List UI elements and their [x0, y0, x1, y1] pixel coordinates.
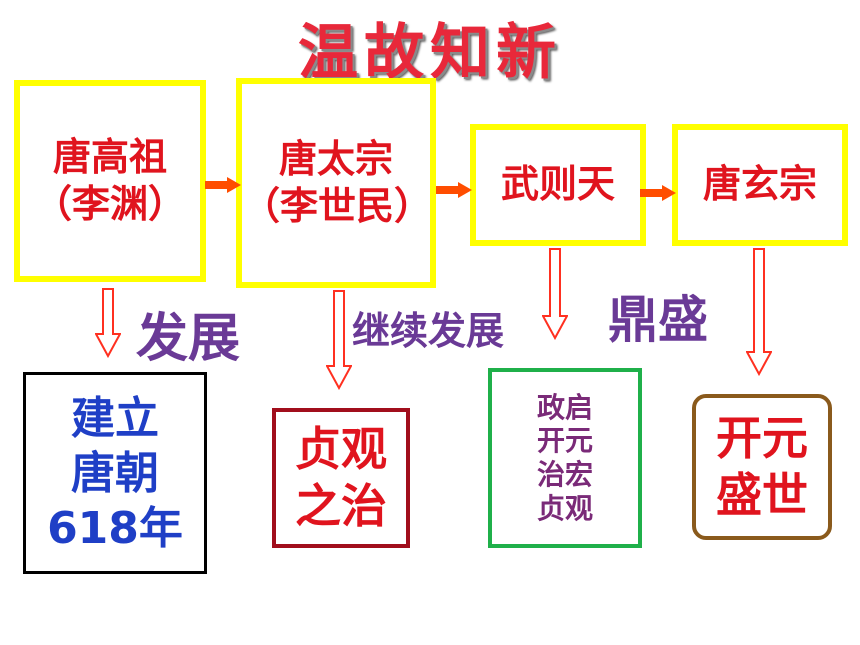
result-line: 之治: [295, 479, 387, 533]
result-line: 政启: [536, 390, 593, 424]
result-line: 开元: [716, 410, 808, 465]
ruler-name: 唐高祖: [52, 134, 167, 179]
result-line: 唐朝: [71, 447, 159, 499]
right-arrow-icon: [640, 185, 676, 201]
result-line: 治宏: [536, 458, 593, 491]
right-arrow-icon: [436, 182, 472, 198]
ruler-box-xuanzong: 唐玄宗: [672, 124, 848, 246]
down-arrow-icon: [326, 290, 352, 390]
down-arrow-icon: [746, 248, 772, 376]
result-box-kaiyuan: 开元 盛世: [692, 394, 832, 540]
result-line: 贞观: [536, 491, 593, 525]
result-box-founding: 建立 唐朝 618年: [23, 372, 207, 574]
ruler-name: 唐太宗: [278, 136, 393, 181]
ruler-name: 武则天: [500, 162, 615, 207]
phase-label-develop: 发展: [136, 309, 241, 369]
ruler-name: 唐玄宗: [702, 162, 817, 207]
result-line: 贞观: [295, 421, 387, 476]
result-line: 盛世: [716, 468, 808, 522]
ruler-note: （李渊）: [33, 182, 186, 226]
ruler-box-taizong: 唐太宗 （李世民）: [236, 78, 436, 288]
result-line: 618年: [47, 502, 183, 554]
page-title: 温故知新: [298, 18, 562, 88]
result-line: 开元: [536, 424, 593, 458]
result-line: 建立: [71, 392, 159, 444]
phase-label-continue: 继续发展: [352, 309, 505, 353]
result-box-zhenguan: 贞观 之治: [272, 408, 410, 548]
result-box-wuzetian: 政启 开元 治宏 贞观: [488, 368, 642, 548]
right-arrow-icon: [205, 177, 241, 193]
phase-label-peak: 鼎盛: [608, 291, 708, 349]
down-arrow-icon: [95, 288, 121, 358]
ruler-box-wuzetian: 武则天: [470, 124, 646, 246]
ruler-note: （李世民）: [242, 184, 433, 228]
ruler-box-gaozu: 唐高祖 （李渊）: [14, 80, 206, 282]
down-arrow-icon: [542, 248, 568, 340]
